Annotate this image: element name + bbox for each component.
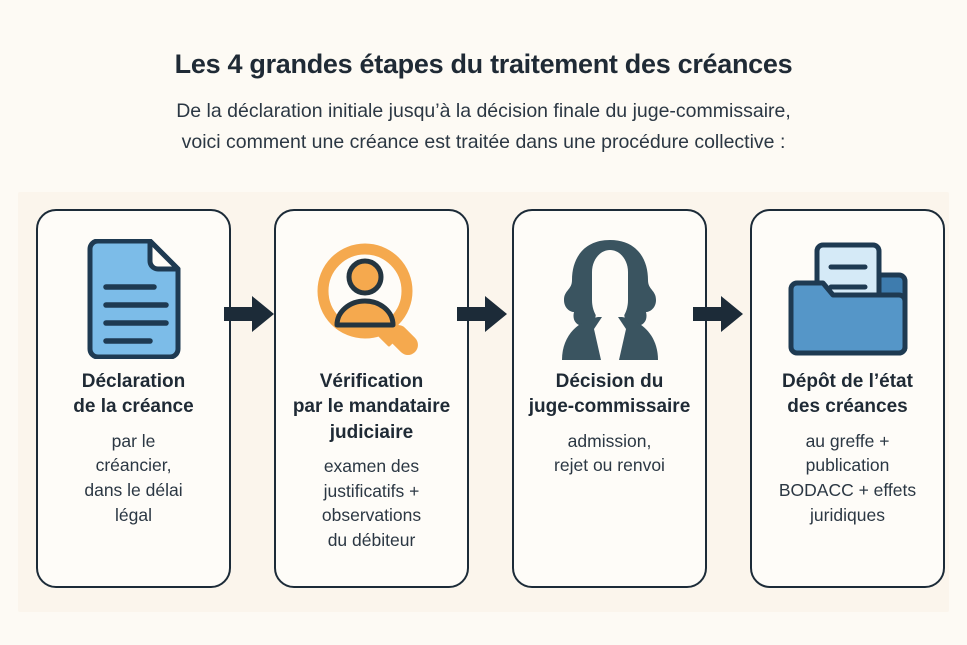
step-desc-line-3: BODACC + effets bbox=[778, 480, 917, 501]
step-title-line-1: Dépôt de l’état bbox=[782, 371, 913, 392]
step-desc-line-2: justificatifs + bbox=[323, 480, 420, 501]
subtitle-line-2: voici comment une créance est traitée da… bbox=[181, 130, 786, 153]
step-title-line-2: par le mandataire bbox=[292, 396, 451, 418]
step-desc-line-1: par le bbox=[111, 430, 156, 451]
step-desc-line-3: observations bbox=[321, 505, 422, 526]
arrow-step2-to-step3 bbox=[455, 292, 509, 336]
arrow-step3-to-step4 bbox=[691, 292, 745, 336]
header: Les 4 grandes étapes du traitement des c… bbox=[0, 0, 967, 157]
step-title-line-2: juge-commissaire bbox=[528, 396, 691, 418]
step-card-decision[interactable]: Décision du juge-commissaire admission, … bbox=[512, 209, 707, 588]
step-title: Déclaration de la créance bbox=[71, 369, 195, 420]
step-desc-line-1: admission, bbox=[567, 430, 652, 451]
step-desc-line-1: examen des bbox=[323, 455, 420, 476]
step-title-line-1: Décision du bbox=[555, 371, 664, 392]
magnifier-person-icon bbox=[313, 229, 431, 369]
step-card-declaration[interactable]: Déclaration de la créance par le créanci… bbox=[36, 209, 231, 588]
step-title: Dépôt de l’état des créances bbox=[780, 369, 915, 420]
steps-row: Déclaration de la créance par le créanci… bbox=[36, 209, 945, 588]
step-card-depot[interactable]: Dépôt de l’état des créances au greffe +… bbox=[750, 209, 945, 588]
step-description: admission, rejet ou renvoi bbox=[554, 420, 665, 479]
step-desc-line-2: publication bbox=[805, 455, 890, 476]
step-desc-line-3: dans le délai bbox=[84, 480, 183, 501]
step-card-verification[interactable]: Vérification par le mandataire judiciair… bbox=[274, 209, 469, 588]
document-icon bbox=[82, 229, 186, 369]
page-subtitle: De la déclaration initiale jusqu’à la dé… bbox=[0, 80, 967, 156]
arrow-step1-to-step2 bbox=[222, 292, 276, 336]
step-title: Vérification par le mandataire judiciair… bbox=[291, 369, 452, 445]
step-title-line-1: Vérification bbox=[319, 371, 424, 392]
step-title-line-2: de la créance bbox=[73, 396, 194, 418]
judge-icon bbox=[554, 229, 666, 369]
step-title: Décision du juge-commissaire bbox=[527, 369, 693, 420]
page-title: Les 4 grandes étapes du traitement des c… bbox=[174, 49, 793, 79]
subtitle-line-1: De la déclaration initiale jusqu’à la dé… bbox=[176, 100, 791, 123]
step-description: examen des justificatifs + observations … bbox=[322, 445, 421, 553]
step-title-line-1: Déclaration bbox=[81, 371, 186, 392]
step-desc-line-1: au greffe + bbox=[805, 430, 890, 451]
step-desc-line-2: créancier, bbox=[95, 455, 172, 476]
folder-document-icon bbox=[787, 229, 909, 369]
step-description: au greffe + publication BODACC + effets … bbox=[779, 420, 916, 528]
step-desc-line-4: du débiteur bbox=[327, 530, 416, 551]
step-desc-line-2: rejet ou renvoi bbox=[554, 455, 665, 476]
step-desc-line-4: juridiques bbox=[810, 505, 885, 526]
step-description: par le créancier, dans le délai légal bbox=[84, 420, 182, 528]
step-desc-line-4: légal bbox=[115, 505, 152, 526]
step-title-line-2: des créances bbox=[787, 396, 908, 418]
step-title-line-3: judiciaire bbox=[329, 421, 414, 443]
